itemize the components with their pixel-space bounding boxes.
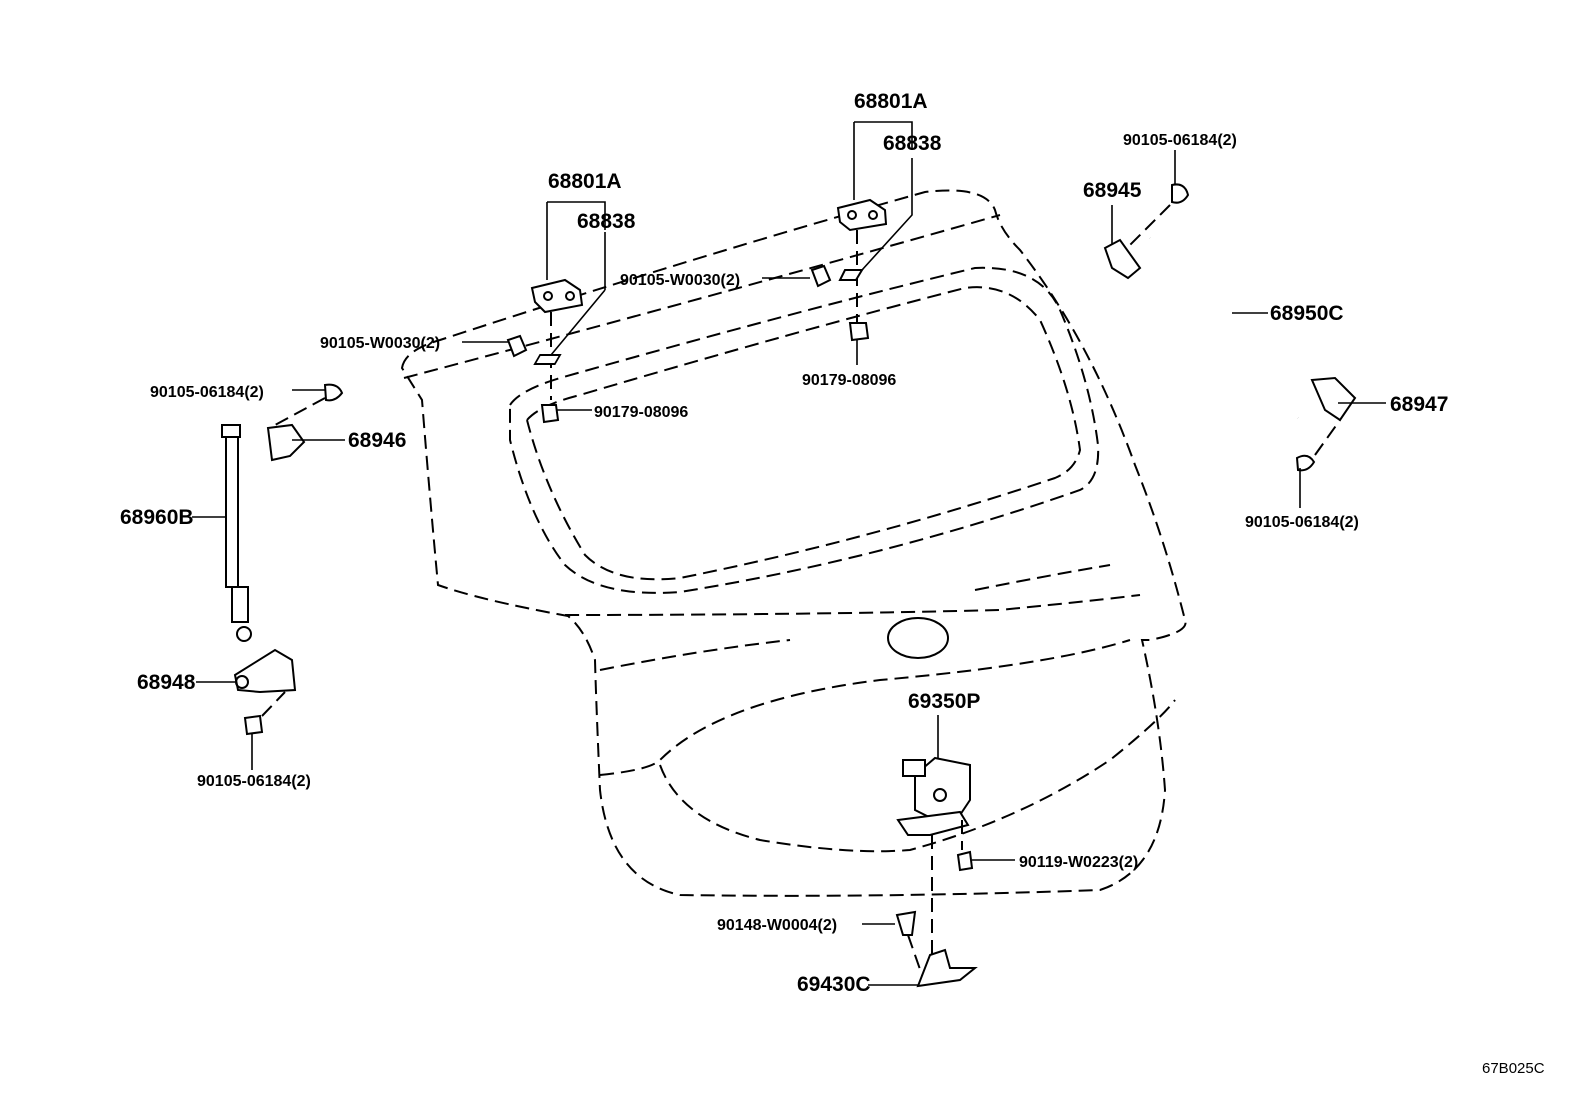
label-68801A-right[interactable]: 68801A xyxy=(854,90,928,113)
lock-assembly xyxy=(895,756,978,988)
label-68948[interactable]: 68948 xyxy=(137,671,196,694)
label-68838-right[interactable]: 68838 xyxy=(883,132,942,155)
hinge-left xyxy=(506,278,584,424)
label-68946[interactable]: 68946 xyxy=(348,429,406,452)
label-68950C[interactable]: 68950C xyxy=(1270,302,1344,325)
label-90105-06184-top-left[interactable]: 90105-06184(2) xyxy=(150,384,264,401)
emblem-opening xyxy=(887,617,949,659)
leader-lines xyxy=(192,121,1386,986)
diagram-code: 67B025C xyxy=(1482,1060,1545,1077)
label-90179-08096-left[interactable]: 90179-08096 xyxy=(594,404,688,421)
label-68838-left[interactable]: 68838 xyxy=(577,210,636,233)
hinge-right xyxy=(810,198,888,342)
label-69350P[interactable]: 69350P xyxy=(908,690,980,713)
label-90105-W0030-left[interactable]: 90105-W0030(2) xyxy=(320,335,440,352)
label-69430C[interactable]: 69430C xyxy=(797,973,871,996)
strut-left xyxy=(221,383,344,736)
label-90105-W0030-right[interactable]: 90105-W0030(2) xyxy=(620,272,740,289)
label-68960B[interactable]: 68960B xyxy=(120,506,194,529)
label-90105-06184-top-right[interactable]: 90105-06184(2) xyxy=(1123,132,1237,149)
label-90105-06184-bottom-left[interactable]: 90105-06184(2) xyxy=(197,773,311,790)
back-door-panel xyxy=(400,189,1187,897)
label-90179-08096-right[interactable]: 90179-08096 xyxy=(802,372,896,389)
part-labels: 68801A 68838 68801A 68838 90105-06184(2)… xyxy=(120,90,1545,1077)
label-68801A-left[interactable]: 68801A xyxy=(548,170,622,193)
label-90148-W0004[interactable]: 90148-W0004(2) xyxy=(717,917,837,934)
strut-right xyxy=(1103,183,1357,472)
label-68947[interactable]: 68947 xyxy=(1390,393,1448,416)
label-90119-W0223[interactable]: 90119-W0223(2) xyxy=(1019,854,1138,871)
label-68945[interactable]: 68945 xyxy=(1083,179,1142,202)
label-90105-06184-lower-right[interactable]: 90105-06184(2) xyxy=(1245,514,1359,531)
